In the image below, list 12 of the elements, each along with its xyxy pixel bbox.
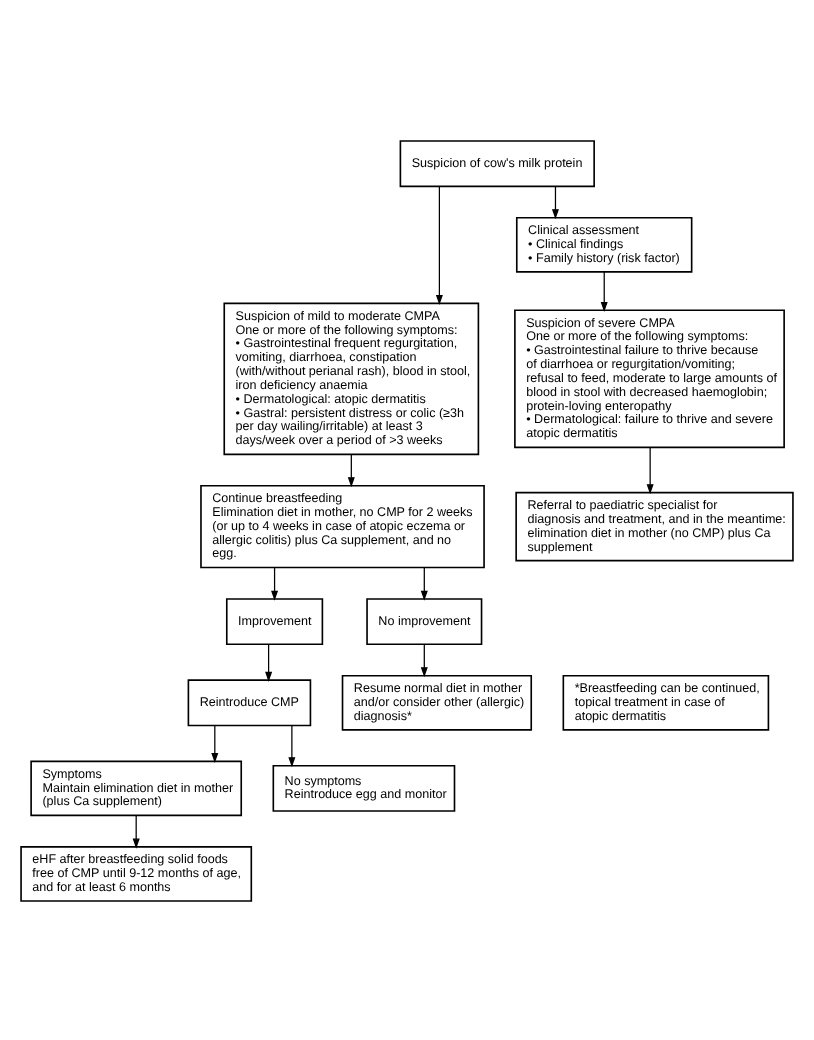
- arrow: [646, 445, 654, 494]
- arrow: [211, 724, 219, 762]
- arrow: [420, 566, 428, 600]
- arrow: [600, 270, 608, 312]
- arrow: [420, 643, 428, 677]
- arrow: [347, 452, 355, 487]
- arrow: [435, 185, 443, 304]
- arrow: [265, 643, 273, 681]
- arrow: [271, 566, 279, 600]
- arrow: [132, 813, 140, 848]
- arrow: [551, 185, 559, 219]
- arrow: [288, 724, 296, 767]
